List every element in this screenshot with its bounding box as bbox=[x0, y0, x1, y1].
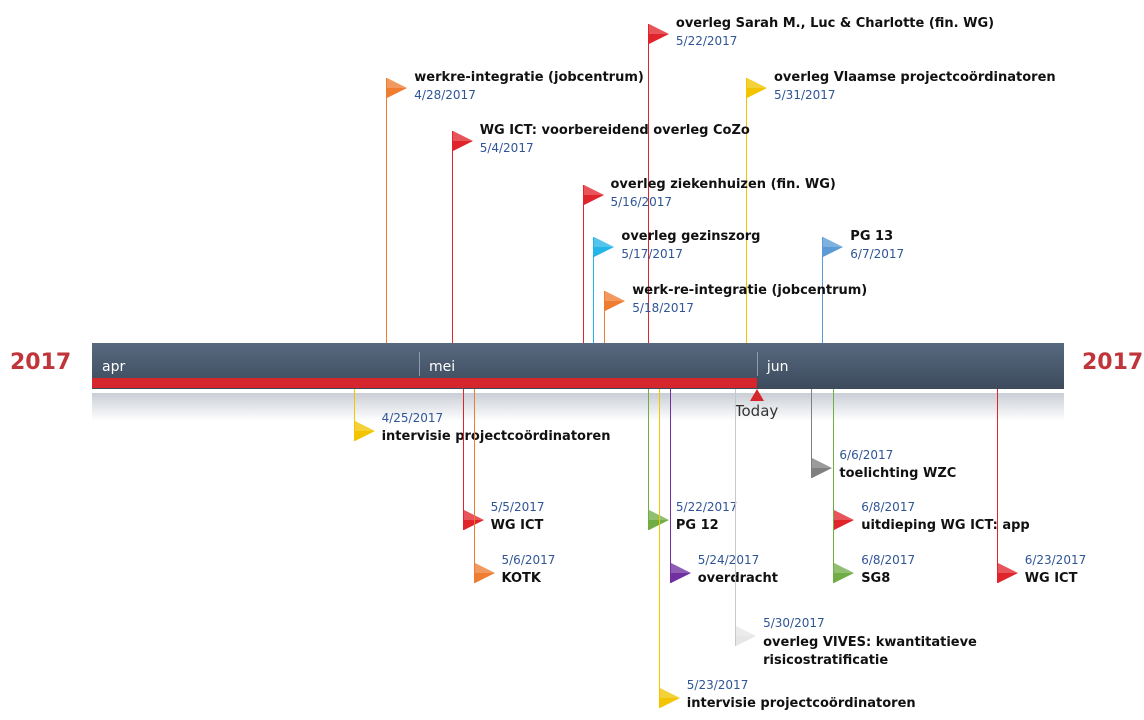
milestone-stem bbox=[996, 389, 998, 583]
milestone-date: 5/22/2017 bbox=[675, 500, 738, 514]
milestone-flag-icon bbox=[605, 291, 626, 311]
milestone-title: overleg Vlaamse projectcoördinatoren bbox=[774, 70, 1056, 85]
milestone-date: 6/7/2017 bbox=[850, 247, 905, 261]
milestone-date: 5/22/2017 bbox=[675, 34, 738, 48]
milestone-date: 6/8/2017 bbox=[861, 553, 916, 567]
milestone-stem bbox=[811, 389, 813, 478]
milestone-title: overdracht bbox=[697, 571, 778, 586]
milestone-flag-icon bbox=[387, 78, 408, 98]
milestone-date: 5/4/2017 bbox=[479, 141, 534, 155]
milestone-flag-icon bbox=[747, 78, 767, 98]
milestone-date: 6/23/2017 bbox=[1024, 553, 1087, 567]
year-label-right: 2017 bbox=[1082, 350, 1144, 375]
year-label-left: 2017 bbox=[10, 350, 72, 375]
milestone-date: 5/23/2017 bbox=[686, 678, 749, 692]
milestone-flag-icon bbox=[594, 237, 615, 257]
milestone-date: 4/25/2017 bbox=[381, 411, 444, 425]
milestone-stem bbox=[669, 389, 671, 583]
milestone-flag-icon bbox=[997, 563, 1018, 583]
milestone-date: 4/28/2017 bbox=[414, 88, 476, 102]
month-label: apr bbox=[102, 359, 126, 375]
milestone-date: 6/8/2017 bbox=[861, 500, 916, 514]
milestone-date: 5/16/2017 bbox=[610, 195, 673, 209]
milestone-title: toelichting WZC bbox=[839, 466, 957, 481]
milestone-flag-icon bbox=[823, 237, 844, 257]
milestone-flag-icon bbox=[452, 131, 473, 151]
month-separator bbox=[419, 352, 420, 376]
milestone-stem bbox=[647, 389, 649, 530]
milestone-title: overleg VIVES: kwantitatieve risicostrat… bbox=[763, 635, 977, 668]
milestone-title: werkre-integratie (jobcentrum) bbox=[414, 70, 644, 85]
milestone-stem bbox=[353, 389, 355, 441]
milestone-stem bbox=[473, 389, 475, 583]
milestone-date: 5/6/2017 bbox=[501, 553, 556, 567]
milestone-title: werk-re-integratie (jobcentrum) bbox=[632, 283, 868, 298]
milestone-title: WG ICT bbox=[1024, 571, 1078, 586]
month-label: mei bbox=[429, 359, 456, 375]
milestone-title: WG ICT bbox=[490, 518, 544, 533]
milestone-date: 5/31/2017 bbox=[774, 88, 836, 102]
milestone-flag-icon bbox=[812, 458, 833, 478]
today-label: Today bbox=[734, 402, 779, 420]
milestone-stem bbox=[593, 237, 595, 343]
timeline-bar-reflection bbox=[92, 393, 1064, 421]
milestone-date: 5/24/2017 bbox=[697, 553, 760, 567]
milestone-date: 5/18/2017 bbox=[632, 301, 694, 315]
month-separator bbox=[756, 352, 758, 376]
milestone-title: SG8 bbox=[861, 571, 891, 586]
milestone-title: PG 12 bbox=[675, 518, 719, 533]
milestone-title: overleg ziekenhuizen (fin. WG) bbox=[610, 177, 836, 192]
milestone-flag-icon bbox=[659, 688, 680, 708]
milestone-flag-icon bbox=[834, 563, 855, 583]
milestone-flag-icon bbox=[474, 563, 495, 583]
milestone-title: KOTK bbox=[501, 571, 541, 586]
milestone-stem bbox=[833, 389, 835, 583]
milestone-stem bbox=[746, 78, 747, 343]
milestone-date: 5/30/2017 bbox=[763, 616, 825, 630]
milestone-stem bbox=[735, 389, 737, 646]
milestone-stem bbox=[658, 389, 660, 708]
milestone-title: PG 13 bbox=[850, 229, 894, 244]
milestone-title: overleg gezinszorg bbox=[621, 229, 761, 244]
milestone-stem bbox=[462, 389, 464, 530]
milestone-date: 5/17/2017 bbox=[621, 247, 683, 261]
milestone-stem bbox=[647, 24, 649, 343]
milestone-stem bbox=[451, 131, 453, 343]
milestone-stem bbox=[386, 78, 388, 343]
milestone-date: 5/5/2017 bbox=[490, 500, 545, 514]
milestone-flag-icon bbox=[670, 563, 691, 583]
milestone-flag-icon bbox=[354, 421, 375, 441]
milestone-title: overleg Sarah M., Luc & Charlotte (fin. … bbox=[675, 16, 995, 31]
milestone-title: intervisie projectcoördinatoren bbox=[686, 696, 916, 711]
milestone-title: intervisie projectcoördinatoren bbox=[381, 429, 611, 444]
month-label: jun bbox=[766, 359, 789, 375]
milestone-flag-icon bbox=[583, 185, 604, 205]
milestone-date: 6/6/2017 bbox=[839, 448, 894, 462]
milestone-flag-icon bbox=[834, 510, 855, 530]
milestone-title: uitdieping WG ICT: app bbox=[861, 518, 1030, 533]
milestone-flag-icon bbox=[736, 626, 757, 646]
milestone-stem bbox=[604, 291, 606, 343]
milestone-stem bbox=[822, 237, 824, 343]
milestone-stem bbox=[582, 185, 584, 343]
today-progress-bar bbox=[92, 378, 757, 388]
today-marker-icon bbox=[749, 389, 764, 401]
milestone-title: WG ICT: voorbereidend overleg CoZo bbox=[479, 123, 750, 138]
milestone-flag-icon bbox=[648, 24, 669, 44]
